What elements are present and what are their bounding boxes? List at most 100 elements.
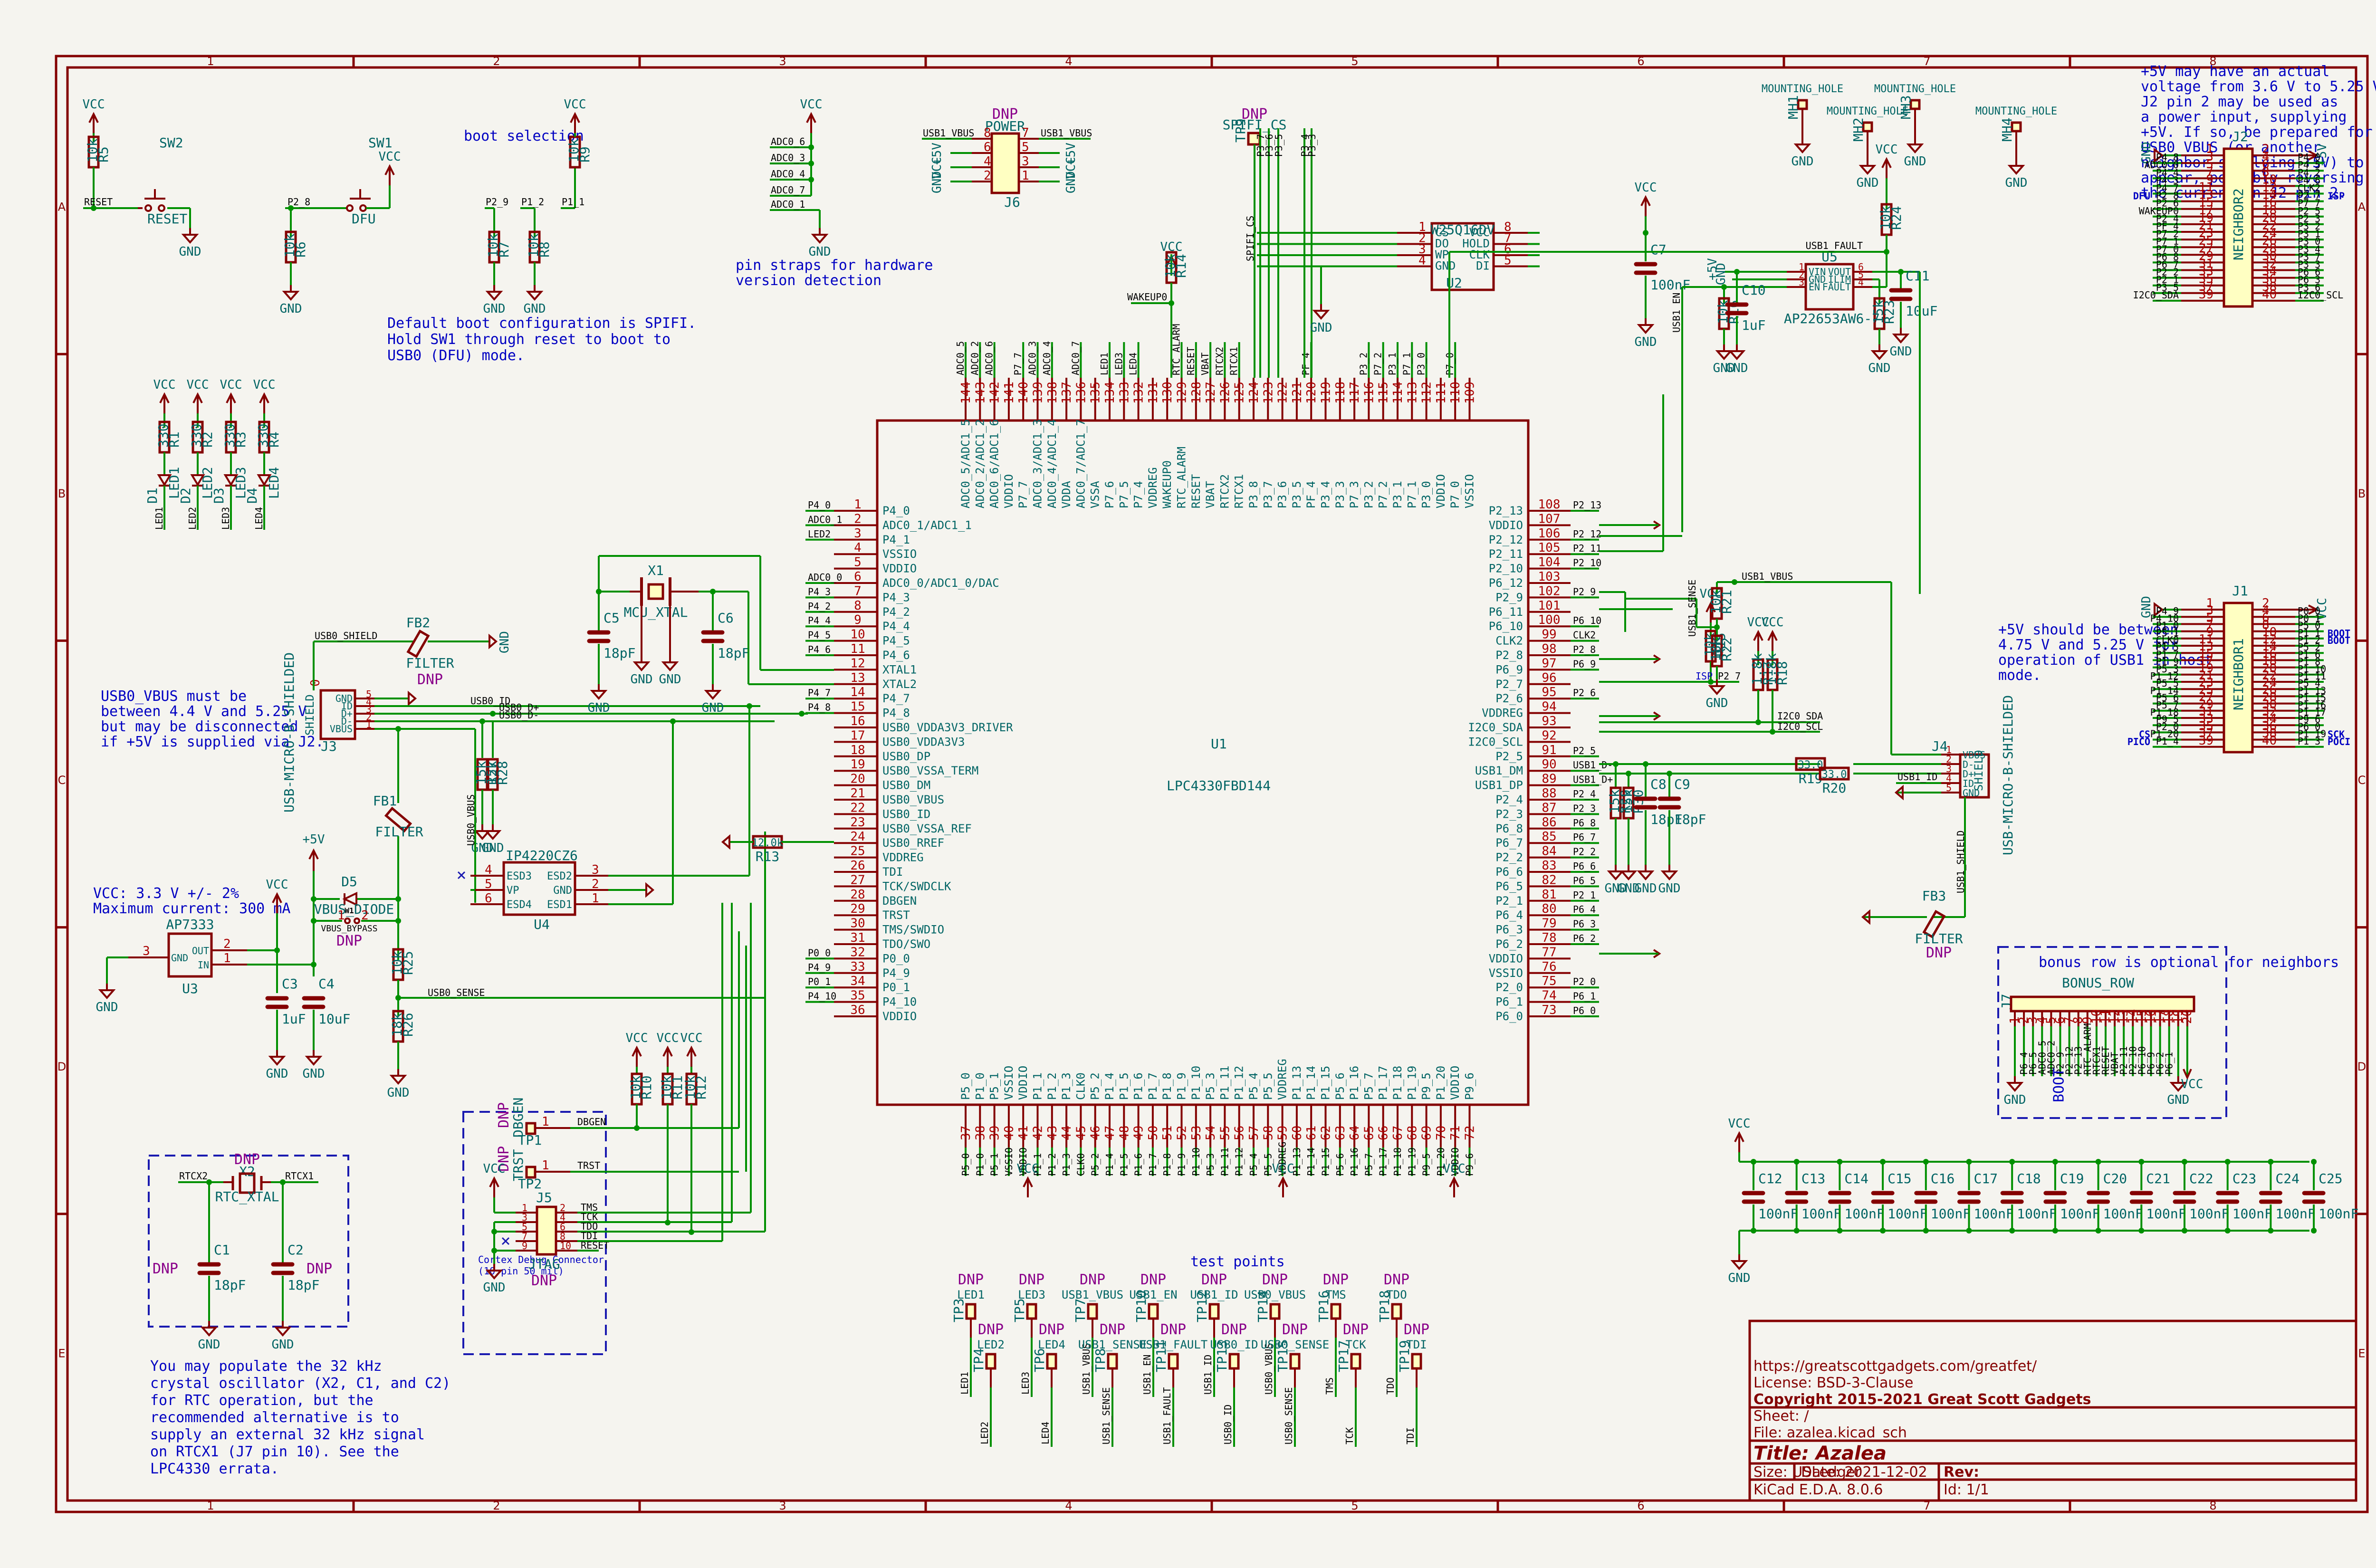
note-line: VCC: 3.3 V +/- 2% xyxy=(93,885,239,902)
u1-pin-name: P5_3 xyxy=(1204,1072,1217,1100)
u1-pin-name: CLK2 xyxy=(1495,634,1523,648)
pin-tag: SCK xyxy=(2328,729,2345,740)
header-pin-number: 14 xyxy=(2262,640,2277,654)
u1-pin-name: VSSIO xyxy=(1489,966,1523,980)
u1-pin-name: USB0_RREF xyxy=(882,836,944,850)
u1-pin-name: P4_5 xyxy=(882,634,910,648)
j5-pin-number: 10 xyxy=(560,1240,571,1252)
j3-pin-name: ID xyxy=(341,700,353,712)
u1-pin-number: 106 xyxy=(1538,526,1561,541)
header-pin-number: 23 xyxy=(2199,226,2213,240)
header-net-label: P2_7 xyxy=(2298,190,2320,201)
resistor-value: 10k xyxy=(566,138,582,163)
jtag-box xyxy=(462,1111,607,1355)
u1-pin-number: 38 xyxy=(973,1126,987,1140)
vcc-label: VCC xyxy=(2181,1077,2203,1091)
row-marker: B xyxy=(58,487,66,500)
test-point-pad-icon xyxy=(1289,1353,1301,1370)
vcc-label: VCC xyxy=(1728,1117,1751,1131)
u2-pin-number: 3 xyxy=(1418,242,1426,257)
dnp-label: DNP xyxy=(1282,1321,1308,1338)
u1-pin-name: P4_8 xyxy=(882,707,910,720)
tp-net-label: TCK xyxy=(1344,1427,1355,1444)
u1-pin-number: 50 xyxy=(1146,1126,1160,1140)
u4-pin-number: 2 xyxy=(592,877,599,891)
j7-bonus-row-header[interactable]: BONUS_ROWJ71GND2P6_43P6_54ADC0_55ADC0_26… xyxy=(1999,975,2203,1107)
net-label: USB0_D+ xyxy=(499,702,539,713)
u1-pin-name: RTCX2 xyxy=(1218,474,1231,508)
net-label: P1_16 xyxy=(1349,1147,1360,1176)
u1-pin-name: VDDA xyxy=(1060,481,1073,508)
u1-pin-name: P6_6 xyxy=(1495,865,1523,879)
u1-pin-name: P4_4 xyxy=(882,620,910,633)
header-pin-number: 13 xyxy=(2199,188,2213,202)
strap-net-label: ADC0_4 xyxy=(771,168,805,180)
ground-symbol-icon xyxy=(1859,159,1877,175)
dnp-label: DNP xyxy=(496,1146,512,1172)
u1-pin-number: 70 xyxy=(1434,1126,1448,1140)
u1-pin-number: 22 xyxy=(850,801,865,815)
header-pin-number: 10 xyxy=(2262,172,2277,187)
header-net-label: P2_6 xyxy=(2156,198,2179,209)
gnd-label: GND xyxy=(272,1338,294,1352)
u1-pin-name: P7_3 xyxy=(1348,481,1361,508)
header-net-label: P4_4 xyxy=(2156,167,2179,178)
net-label: USB1_FAULT xyxy=(1806,240,1863,251)
u1-pin-number: 7 xyxy=(854,584,862,598)
power-arrow-icon xyxy=(632,1045,642,1067)
u1-pin-name: ADC0_0/ADC1_0/DAC xyxy=(882,576,999,590)
header-net-label: P3_2 xyxy=(2298,220,2320,232)
header-pin-number: 7 xyxy=(2206,618,2213,632)
junction-dot xyxy=(490,711,496,717)
u1-pin-number: 21 xyxy=(850,786,865,801)
junction-dot xyxy=(808,161,814,166)
header-pin-number: 24 xyxy=(2262,676,2277,690)
capacitor-symbol-icon xyxy=(701,630,725,643)
resistor-ref: R18 xyxy=(1774,661,1790,685)
tp-net-label: USB1_SENSE xyxy=(1101,1387,1112,1444)
u1-pin-name: VDDIO xyxy=(1489,952,1523,965)
j4-pin-number: 4 xyxy=(1946,773,1952,784)
u1-pin-name: TDI xyxy=(882,865,903,879)
u1-pin-number: 100 xyxy=(1538,613,1561,627)
net-label: P6_7 xyxy=(1573,832,1596,843)
u1-pin-name: VDDIO xyxy=(1016,1066,1030,1100)
header-net-label: P1_1 xyxy=(2298,627,2320,639)
u1-pin-number: 66 xyxy=(1377,1126,1391,1140)
capacitor-symbol-icon xyxy=(302,996,326,1009)
net-label: P1_5 xyxy=(1118,1153,1130,1176)
u1-pin-number: 36 xyxy=(850,1003,865,1017)
u4-ref: U4 xyxy=(534,917,550,932)
decoupling-capacitor-bank: VCCGNDC12100nFC13100nFC14100nFC15100nFC1… xyxy=(1728,1117,2359,1285)
note-line: on RTCX1 (J7 pin 10). See the xyxy=(150,1444,399,1460)
header-pin-number: 7 xyxy=(2062,1016,2077,1024)
net-label: P4_4 xyxy=(808,615,831,626)
vcc-label: VCC xyxy=(1443,1162,1466,1176)
header-pin-number: 27 xyxy=(2199,690,2213,705)
test-point-pad-icon xyxy=(1026,1303,1037,1320)
u1-pin-name: P2_2 xyxy=(1495,851,1523,864)
net-label: P3_3 xyxy=(1306,134,1318,157)
u1-pin-name: P5_2 xyxy=(1089,1072,1102,1100)
note-line: recommended alternative is to xyxy=(150,1409,399,1426)
capacitor-symbol-icon xyxy=(1871,1191,1895,1204)
u1-pin-number: 121 xyxy=(1290,382,1304,404)
header-pin-number: 21 xyxy=(2199,669,2213,683)
header-pin-number: 29 xyxy=(2199,698,2213,712)
u3-pin-number: 2 xyxy=(223,937,231,951)
dnp-label: DNP xyxy=(1323,1272,1349,1288)
u1-pin-number: 72 xyxy=(1463,1126,1477,1140)
cap-value: 1uF xyxy=(282,1011,306,1027)
header-net-label: P5_6 xyxy=(2156,692,2179,704)
note-vcc-spec: VCC: 3.3 V +/- 2%Maximum current: 300 mA xyxy=(93,885,290,917)
header-net-label: P5_1 xyxy=(2156,627,2179,639)
resistor-ref: R23 xyxy=(1881,300,1897,324)
resistor-value: 15k xyxy=(1607,789,1622,813)
u1-pin-number: 49 xyxy=(1132,1126,1146,1140)
